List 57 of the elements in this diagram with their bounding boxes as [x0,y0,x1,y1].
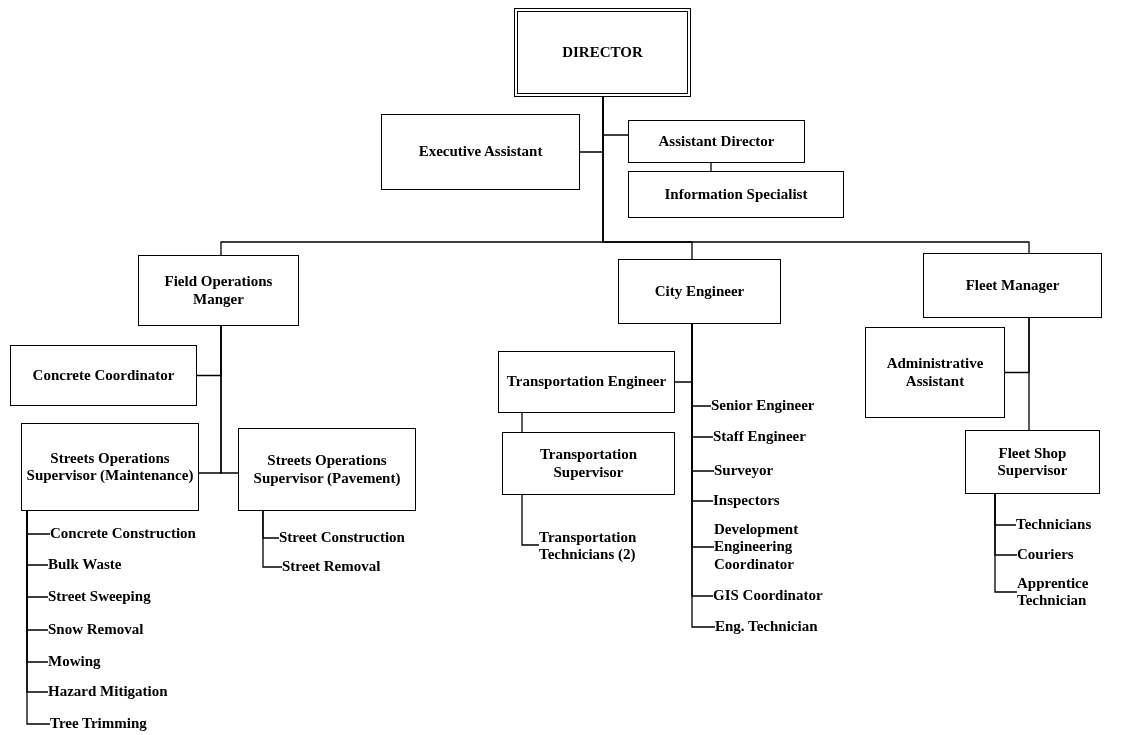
connector-line [1028,317,1030,431]
position-label: Mowing [48,653,101,671]
position-label: Inspectors [713,492,780,510]
position-label: Apprentice Technician [1017,574,1117,610]
connector-line [521,412,523,433]
position-title: Administrative Assistant [885,355,985,390]
connector-line [220,325,239,474]
position-box [21,423,199,511]
position-label: Transportation Technicians (2) [539,528,659,564]
position-box [10,345,197,406]
position-box [238,428,416,511]
connector-line [521,494,540,546]
position-box [628,120,805,163]
position-box [498,351,675,413]
position-title: Information Specialist [664,185,808,204]
position-title: Streets Operations Supervisor (Maintenance) [25,449,195,485]
connector-line [26,510,51,725]
position-title: Concrete Coordinator [32,366,175,385]
connector-line [691,323,716,628]
position-box [865,327,1005,418]
position-title: Fleet Shop Supervisor [996,444,1069,480]
position-label: Senior Engineer [711,397,815,415]
position-label: GIS Coordinator [713,587,823,605]
position-label: Street Removal [282,558,381,576]
position-label: Street Sweeping [48,588,151,606]
connector-line [710,162,712,172]
position-box [965,430,1100,494]
position-label: Hazard Mitigation [48,683,168,701]
position-box [514,8,691,97]
position-label: Couriers [1017,546,1074,564]
position-title: Transportation Supervisor [538,446,639,481]
position-box [381,114,580,190]
position-title: Transportation Engineer [506,373,667,391]
position-label: Street Construction [279,529,405,547]
position-title: Executive Assistant [418,143,543,161]
connector-line [994,493,1018,593]
position-box [502,432,675,495]
position-box [138,255,299,326]
position-label: Surveyor [714,462,774,480]
position-label: Concrete Construction [50,525,196,543]
position-title: Assistant Director [658,132,775,151]
connector-line [262,510,283,568]
position-box [628,171,844,218]
position-label: Snow Removal [48,621,144,639]
position-label: Staff Engineer [713,428,806,446]
position-label: Technicians [1016,516,1092,534]
position-title: City Engineer [654,282,745,301]
position-title: Streets Operations Supervisor (Pavement) [252,452,402,487]
position-box [618,259,781,324]
position-title: DIRECTOR [562,43,643,62]
position-box [923,253,1102,318]
position-label: Eng. Technician [715,618,818,636]
position-title: Field Operations Manger [163,273,274,308]
position-label: Bulk Waste [48,556,122,574]
position-title: Fleet Manager [965,276,1060,295]
position-label: Tree Trimming [50,715,147,733]
position-label: Development Engineering Coordinator [714,521,834,573]
